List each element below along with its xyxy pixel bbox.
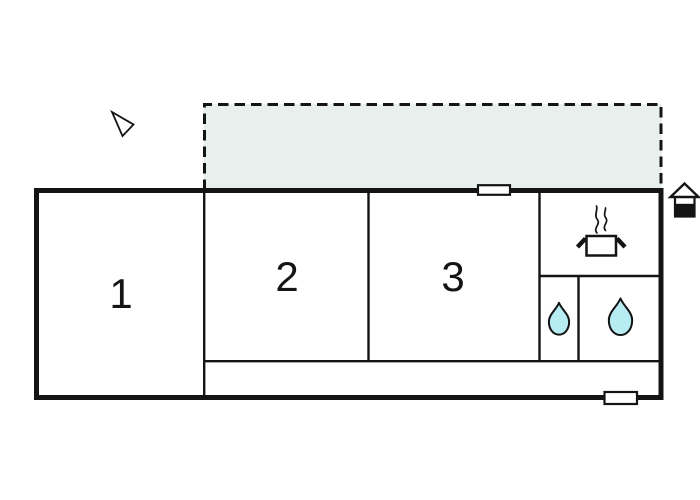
water-drop-shape xyxy=(547,301,571,336)
terrace-area xyxy=(203,103,663,190)
interior-walls xyxy=(202,190,659,397)
room-1-label: 1 xyxy=(109,270,132,317)
steam-line-right xyxy=(603,207,608,232)
steam-line-left xyxy=(594,205,600,234)
house-door-fill xyxy=(675,203,694,216)
window-bottom xyxy=(603,390,639,406)
house-icon xyxy=(667,181,700,218)
pot-handle-right xyxy=(615,236,627,249)
water-drop-shape xyxy=(607,297,634,337)
room-2-label: 2 xyxy=(275,253,298,300)
water-drop-icon xyxy=(607,297,634,337)
pot-handle-left xyxy=(575,236,588,249)
house-roof xyxy=(667,181,700,199)
terrace-fill xyxy=(203,104,662,190)
water-drop-icon xyxy=(547,301,571,336)
terrace-dashed-border xyxy=(203,103,663,190)
cooking-pot-icon xyxy=(575,205,627,257)
cursor-icon xyxy=(110,109,135,138)
pot-body xyxy=(585,234,618,257)
building-outline xyxy=(34,188,664,400)
window-top xyxy=(476,184,512,196)
room-3-label: 3 xyxy=(441,253,464,300)
